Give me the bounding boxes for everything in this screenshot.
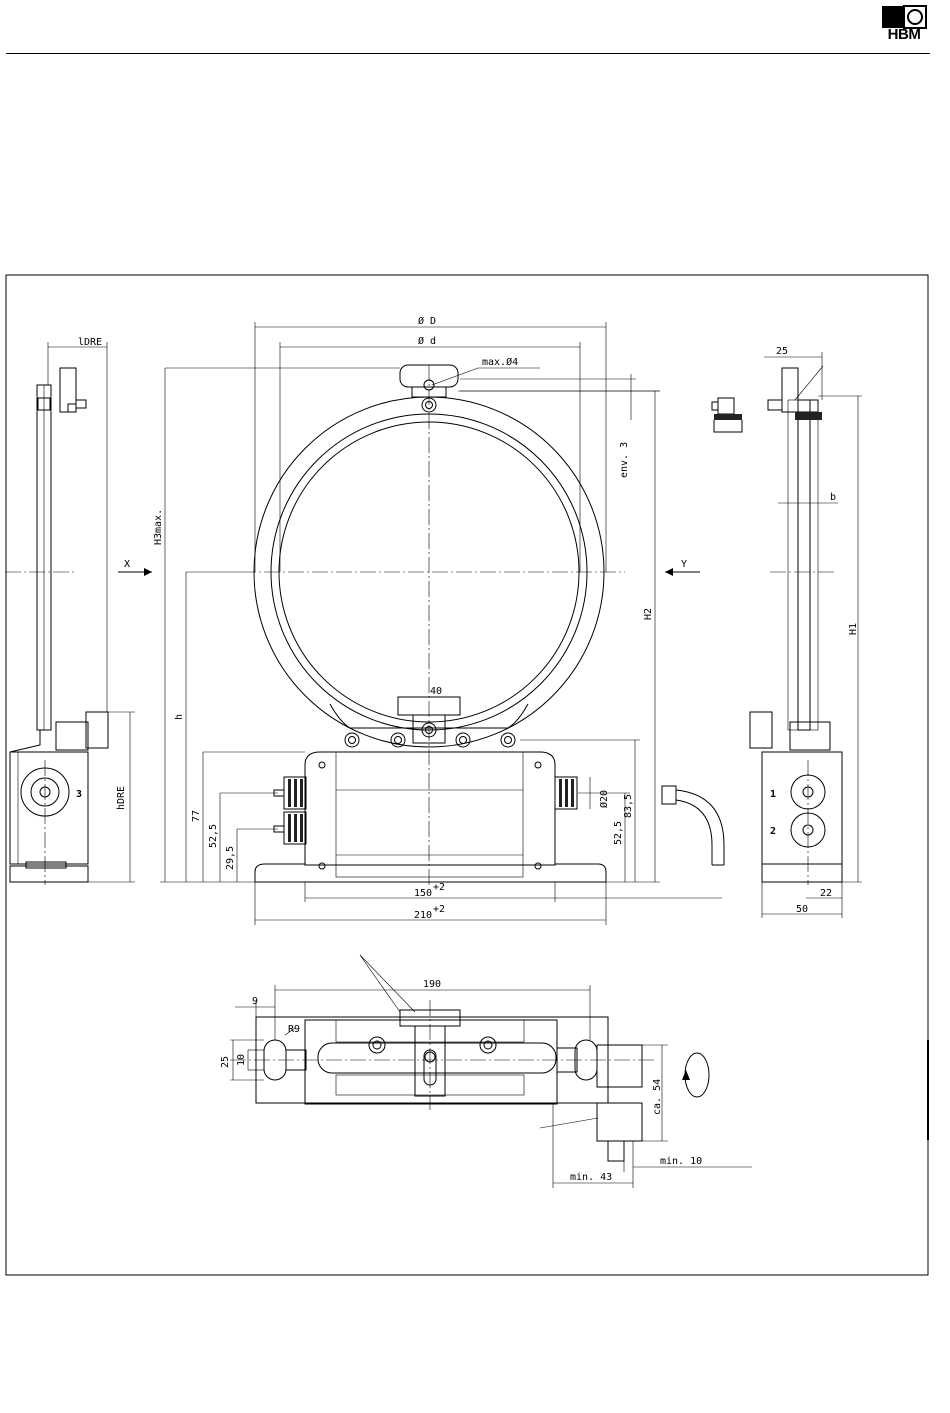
label-dim-r9: R9 <box>288 1024 300 1035</box>
label-dim-10: 10 <box>236 1054 247 1066</box>
right-side-view <box>750 352 862 918</box>
label-dim-52-5-right: 52,5 <box>613 821 624 845</box>
label-max-dia4: max.Ø4 <box>482 356 518 368</box>
top-view <box>230 1000 709 1161</box>
label-y-view: Y <box>681 559 687 570</box>
label-dim-22: 22 <box>820 888 832 899</box>
label-dim-210-tol: +2 <box>433 904 445 915</box>
label-dim-150: 150 <box>414 888 432 899</box>
label-dim-40: 40 <box>430 686 442 697</box>
label-dim-min43: min. 43 <box>570 1172 612 1183</box>
label-dim-29-5: 29,5 <box>225 846 236 870</box>
clamp-detail <box>712 398 742 432</box>
label-dim-150-tol: +2 <box>433 882 445 893</box>
housing <box>305 752 555 865</box>
label-dim-50: 50 <box>796 904 808 915</box>
label-h: h <box>174 714 185 720</box>
label-dim-210: 210 <box>414 910 432 921</box>
label-dia-D: Ø D <box>418 315 436 327</box>
label-dim-25-bottom: 25 <box>220 1056 231 1068</box>
label-dim-9: 9 <box>252 996 258 1007</box>
label-h2: H2 <box>643 608 654 620</box>
label-dim-25-top: 25 <box>776 346 788 357</box>
label-dim-77: 77 <box>191 810 202 822</box>
label-hdre: hDRE <box>116 786 127 810</box>
label-dia-d: Ø d <box>418 335 436 347</box>
drawing-frame <box>6 275 928 1275</box>
label-h3max: H3max. <box>153 509 164 545</box>
label-ldre: lDRE <box>78 337 102 348</box>
label-dim-190: 190 <box>423 979 441 990</box>
label-b: b <box>830 492 836 503</box>
label-dim-83-5: 83,5 <box>623 794 634 818</box>
base-plate <box>255 864 606 882</box>
label-env3: env. 3 <box>619 442 630 478</box>
label-connector-3: 3 <box>76 789 82 800</box>
label-dim-52-5-left: 52,5 <box>208 824 219 848</box>
label-dim-min10: min. 10 <box>660 1156 702 1167</box>
label-connector-2: 2 <box>770 826 776 837</box>
top-dimensions <box>230 955 752 1188</box>
label-h1: H1 <box>848 623 859 635</box>
label-x-view: X <box>124 559 130 570</box>
label-connector-1: 1 <box>770 789 776 800</box>
label-dim-dia20: Ø20 <box>598 790 610 808</box>
front-view <box>240 365 724 885</box>
label-dim-ca54: ca. 54 <box>652 1079 663 1115</box>
